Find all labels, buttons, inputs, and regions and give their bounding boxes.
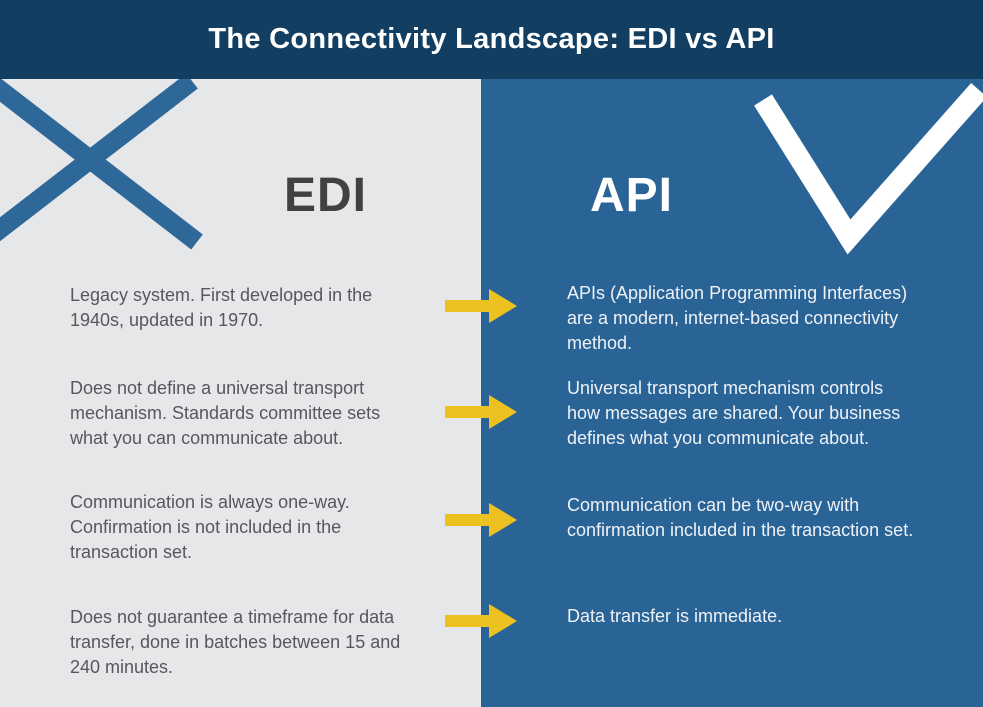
page-title: The Connectivity Landscape: EDI vs API [208,23,775,55]
api-row-2: Universal transport mechanism controls h… [567,378,901,448]
arrow-right-icon [445,395,517,429]
title-bar: The Connectivity Landscape: EDI vs API [0,0,983,79]
edi-row-2: Does not define a universal transport me… [70,378,381,448]
arrow-right-icon [445,503,517,537]
api-row-4: Data transfer is immediate. [567,606,783,626]
api-row-3: Communication can be two-way with confir… [567,495,914,540]
arrow-right-icon [445,604,517,638]
api-row-1: APIs (Application Programming Interfaces… [567,283,908,353]
edi-row-1: Legacy system. First developed in the 19… [70,285,373,330]
api-heading: API [590,169,674,222]
edi-row-4: Does not guarantee a timeframe for data … [70,607,401,677]
arrow-right-icon [445,289,517,323]
edi-heading: EDI [284,169,368,222]
edi-row-3: Communication is always one-way. Confirm… [70,492,350,562]
